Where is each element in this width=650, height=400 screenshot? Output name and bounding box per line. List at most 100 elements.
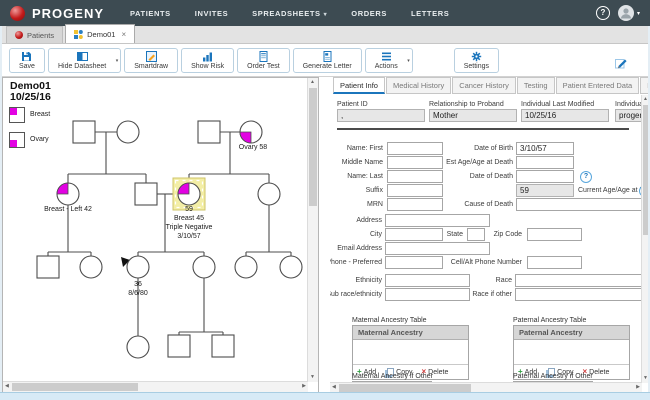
person-proband[interactable] — [126, 255, 150, 279]
scroll-thumb[interactable] — [309, 88, 317, 206]
sub-race-label: Sub race/ethnicity — [330, 291, 382, 298]
person-cousin-female-right-1[interactable] — [234, 255, 258, 279]
pedigree-title-name: Demo01 — [10, 80, 51, 92]
nav-menu: PATIENTS INVITES SPREADSHEETS▾ ORDERS LE… — [130, 9, 449, 18]
scroll-left-arrow[interactable]: ◀ — [332, 384, 336, 390]
person-cousin-female-left[interactable] — [79, 255, 103, 279]
scroll-up-arrow[interactable]: ▲ — [310, 79, 315, 85]
person-aunt-breast-left[interactable] — [56, 182, 80, 206]
person-grandfather-left[interactable] — [72, 120, 96, 144]
tab-cancer-history[interactable]: Cancer History — [452, 77, 516, 94]
paternal-add-button[interactable]: +Add — [518, 368, 537, 376]
tab-demo01[interactable]: Demo01 × — [65, 24, 136, 43]
pedigree-vertical-scrollbar[interactable]: ▲ ▼ — [307, 78, 318, 382]
state-field[interactable] — [467, 228, 485, 241]
dod-field[interactable] — [516, 170, 574, 183]
tab-patient-entered-data[interactable]: Patient Entered Data — [555, 77, 640, 94]
nav-item-orders[interactable]: ORDERS — [351, 8, 387, 18]
person-mother-selected[interactable] — [177, 182, 201, 206]
person-father[interactable] — [134, 182, 158, 206]
mrn-field[interactable] — [387, 198, 443, 211]
tab-patient-info[interactable]: Patient Info — [333, 77, 385, 94]
person-cousin-female-right-2[interactable] — [279, 255, 303, 279]
paternal-delete-button[interactable]: ×Delete — [582, 368, 609, 376]
scroll-right-arrow[interactable]: ▶ — [636, 384, 640, 390]
save-button[interactable]: Save — [9, 47, 45, 73]
scroll-down-arrow[interactable]: ▼ — [643, 375, 648, 381]
settings-button[interactable]: Settings — [453, 47, 500, 73]
tab-medical-history[interactable]: Medical History — [385, 77, 452, 94]
person-sister[interactable] — [192, 255, 216, 279]
person-nephew-2[interactable] — [211, 334, 235, 358]
scroll-right-arrow[interactable]: ▶ — [302, 383, 306, 389]
progeny-logo-icon — [10, 5, 25, 21]
close-icon[interactable]: × — [121, 29, 127, 39]
generate-letter-button[interactable]: Generate Letter — [292, 47, 362, 73]
scroll-left-arrow[interactable]: ◀ — [5, 383, 9, 389]
sub-race-field[interactable] — [385, 288, 470, 301]
scroll-thumb[interactable] — [339, 384, 471, 392]
relationship-field — [429, 109, 517, 122]
est-age-field[interactable] — [516, 156, 574, 169]
tab-patients[interactable]: Patients — [6, 26, 64, 43]
person-nephew-1[interactable] — [167, 334, 191, 358]
paternal-copy-button[interactable]: Copy — [546, 368, 573, 376]
chevron-down-icon: ▾ — [636, 10, 640, 17]
pedigree-horizontal-scrollbar[interactable]: ◀ ▶ — [3, 381, 308, 392]
actions-button[interactable]: Actions ▾ — [364, 47, 413, 73]
maternal-delete-button[interactable]: ×Delete — [421, 368, 448, 376]
nav-item-invites[interactable]: INVITES — [194, 8, 229, 18]
proband-arrow-icon — [121, 257, 130, 267]
person-grandmother-ovary[interactable] — [239, 120, 263, 144]
person-grandmother-left[interactable] — [116, 120, 140, 144]
dob-field[interactable] — [516, 142, 574, 155]
cell-phone-field[interactable] — [527, 256, 582, 269]
race-if-other-field[interactable] — [515, 288, 643, 301]
datasheet-vertical-scrollbar[interactable]: ▲ ▼ — [641, 95, 650, 383]
edit-pencil-icon[interactable] — [615, 56, 628, 74]
help-icon[interactable]: ? — [580, 171, 592, 183]
show-risk-button[interactable]: Show Risk — [181, 47, 235, 73]
suffix-field[interactable] — [387, 184, 443, 197]
nav-item-spreadsheets[interactable]: SPREADSHEETS▾ — [252, 9, 327, 18]
order-test-button[interactable]: Order Test — [237, 47, 290, 73]
email-field[interactable] — [385, 242, 490, 255]
nav-item-letters[interactable]: LETTERS — [410, 8, 450, 18]
city-field[interactable] — [385, 228, 443, 241]
chevron-down-icon[interactable]: ▾ — [407, 57, 410, 64]
phone-field[interactable] — [385, 256, 443, 269]
person-aunt-right[interactable] — [257, 182, 281, 206]
help-icon[interactable]: ? — [595, 6, 610, 20]
scroll-down-arrow[interactable]: ▼ — [310, 374, 315, 380]
first-name-field[interactable] — [387, 142, 443, 155]
tab-testing[interactable]: Testing — [516, 77, 555, 94]
cause-of-death-field[interactable] — [516, 198, 643, 211]
scroll-thumb[interactable] — [643, 105, 649, 235]
pedigree-canvas[interactable]: Demo01 10/25/16 Breast Ovary — [3, 78, 308, 372]
zip-field[interactable] — [527, 228, 582, 241]
paternal-ancestry-body[interactable] — [514, 340, 629, 364]
person-cousin-male-left[interactable] — [36, 255, 60, 279]
smartdraw-button[interactable]: Smartdraw — [124, 47, 179, 73]
address-field[interactable] — [385, 214, 490, 227]
race-field[interactable] — [515, 274, 643, 287]
maternal-add-button[interactable]: +Add — [357, 368, 376, 376]
scroll-up-arrow[interactable]: ▲ — [643, 96, 648, 102]
pedigree-chart[interactable]: Ovary 58 Breast - Left 42 59 Breast 45 T… — [3, 78, 308, 372]
nav-item-patients[interactable]: PATIENTS — [130, 8, 171, 18]
last-name-field[interactable] — [387, 170, 443, 183]
chevron-down-icon[interactable]: ▾ — [115, 57, 119, 64]
hide-datasheet-button[interactable]: Hide Datasheet ▾ — [47, 47, 122, 73]
datasheet-horizontal-scrollbar[interactable]: ◀ ▶ — [330, 382, 642, 393]
middle-name-field[interactable] — [387, 156, 443, 169]
maternal-copy-button[interactable]: Copy — [385, 368, 412, 376]
maternal-ancestry-body[interactable] — [353, 340, 468, 364]
user-avatar[interactable]: ▾ — [617, 5, 640, 21]
person-grandfather-right[interactable] — [197, 120, 221, 144]
document-icon — [259, 50, 268, 62]
scroll-thumb[interactable] — [12, 383, 138, 391]
person-proband-daughter[interactable] — [126, 335, 150, 359]
ethnicity-field[interactable] — [385, 274, 470, 287]
save-label: Save — [19, 62, 35, 70]
delete-label: Delete — [428, 368, 449, 376]
